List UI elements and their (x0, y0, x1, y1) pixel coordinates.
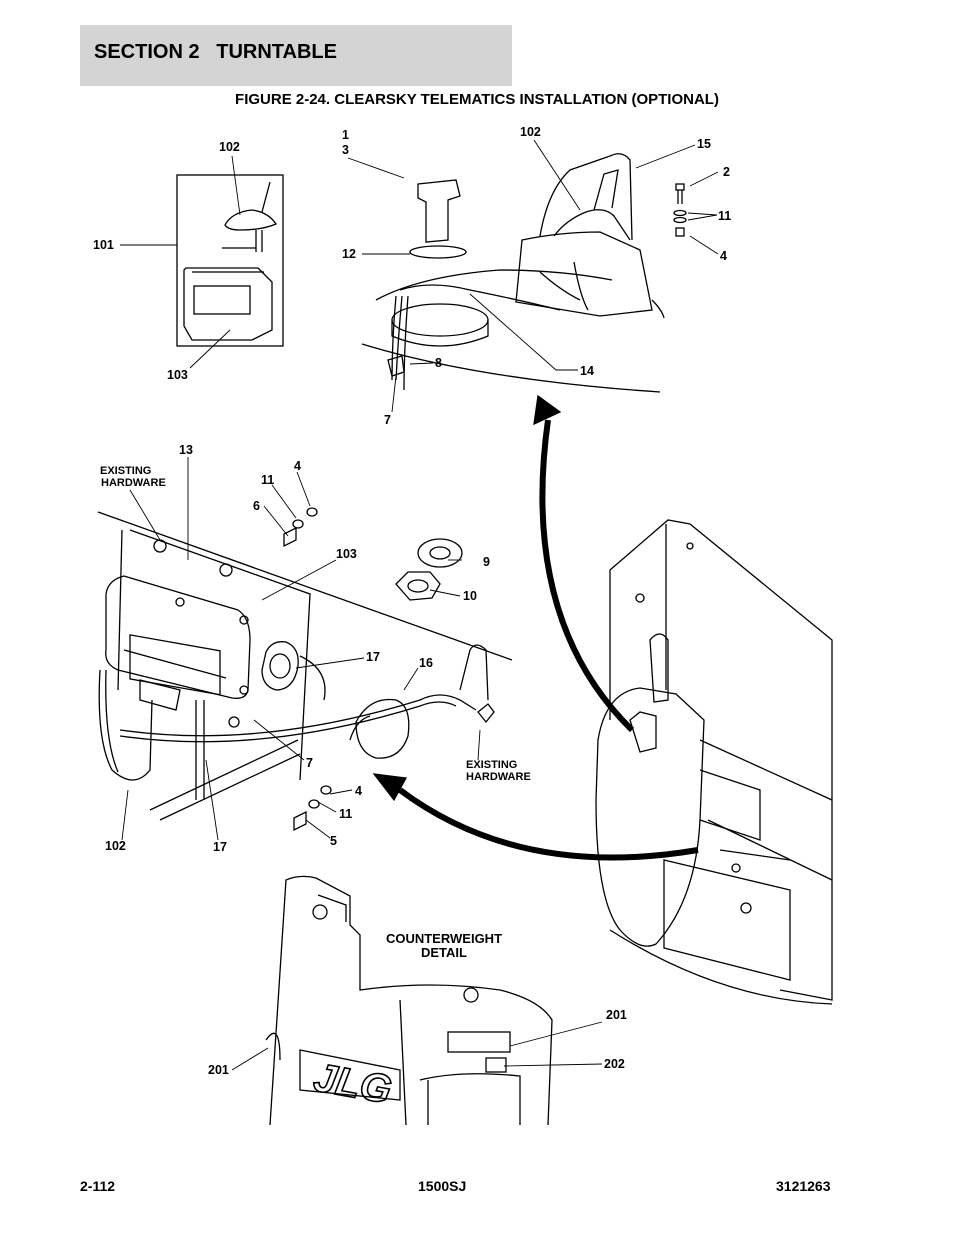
callout-201-left: 201 (208, 1063, 229, 1077)
arrow-up-curve (539, 419, 635, 733)
nut-10-shape (395, 571, 441, 601)
callout-7-module: 7 (306, 756, 313, 770)
footer-page-number: 2-112 (80, 1178, 116, 1194)
connector-17-shape (261, 641, 299, 691)
note-existing-hardware-2-line2: HARDWARE (466, 771, 531, 783)
callout-102-inset: 102 (219, 140, 240, 154)
note-existing-hardware-1-line1: EXISTING (100, 465, 151, 477)
callout-202: 202 (604, 1057, 625, 1071)
arrow-left-head (372, 773, 408, 802)
section-header: SECTION 2 TURNTABLE (80, 25, 512, 86)
leader-lines (120, 139, 719, 1071)
module-mount-detail (97, 507, 513, 832)
callout-4: 4 (720, 249, 727, 263)
washer-9-shape (417, 538, 463, 568)
arrow-up-head (533, 394, 562, 426)
callout-103: 103 (336, 547, 357, 561)
callout-1: 1 (342, 128, 349, 142)
callout-8: 8 (435, 356, 442, 370)
callout-11-module: 11 (261, 473, 274, 487)
callout-7-top: 7 (384, 413, 391, 427)
figure-title: FIGURE 2-24. CLEARSKY TELEMATICS INSTALL… (235, 91, 719, 108)
callout-102-module: 102 (105, 839, 126, 853)
kit-inset (176, 174, 284, 347)
callout-103-inset: 103 (167, 368, 188, 382)
arrow-left-curve (398, 787, 699, 861)
bolt-shape (417, 179, 461, 243)
callout-12: 12 (342, 247, 356, 261)
callout-10: 10 (463, 589, 477, 603)
callout-17-harness: 17 (213, 840, 227, 854)
note-existing-hardware-1-line2: HARDWARE (101, 477, 166, 489)
jlg-logo-shape (299, 1049, 401, 1101)
note-existing-hardware-2-line1: EXISTING (466, 759, 517, 771)
callout-3: 3 (342, 143, 349, 157)
callout-17-connector: 17 (366, 650, 380, 664)
machine-view (595, 519, 833, 1005)
callout-16: 16 (419, 656, 433, 670)
counterweight-side-shape (595, 687, 705, 947)
callout-14: 14 (580, 364, 594, 378)
note-counterweight-detail-line1: COUNTERWEIGHT (386, 931, 502, 946)
battery-box-shape (663, 859, 791, 981)
module-shape-2 (105, 575, 251, 699)
callout-201-right: 201 (606, 1008, 627, 1022)
washer-shape (409, 245, 467, 259)
callout-9: 9 (483, 555, 490, 569)
footer-doc-number: 3121263 (776, 1178, 831, 1194)
module-shape (183, 267, 273, 341)
note-counterweight-detail-line2: DETAIL (421, 945, 467, 960)
antenna-puck-shape-2 (553, 209, 631, 241)
callout-5: 5 (330, 834, 337, 848)
footer-model: 1500SJ (418, 1178, 467, 1194)
counterweight-detail (265, 875, 553, 1126)
mount-base-shape (515, 231, 653, 317)
callout-4-lower: 4 (355, 784, 362, 798)
bracket-shape (539, 153, 633, 241)
antenna-mount-detail (361, 153, 687, 393)
section-title: SECTION 2 TURNTABLE (94, 41, 337, 63)
callout-13: 13 (179, 443, 193, 457)
callout-11-lower: 11 (339, 807, 352, 821)
jlg-logo-text: JLG (310, 1056, 394, 1113)
counterweight-outline (269, 875, 553, 1126)
callout-15: 15 (697, 137, 711, 151)
callout-2: 2 (723, 165, 730, 179)
callout-11: 11 (718, 209, 731, 223)
callout-6: 6 (253, 499, 260, 513)
antenna-puck-shape (224, 209, 277, 231)
callout-102: 102 (520, 125, 541, 139)
callout-101: 101 (93, 238, 114, 252)
callout-4-module: 4 (294, 459, 301, 473)
